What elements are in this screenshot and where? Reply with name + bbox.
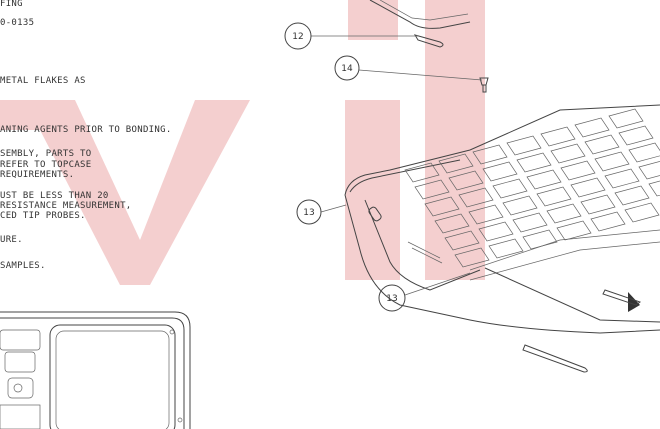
watermark-i-dot bbox=[348, 0, 398, 40]
note-line: SAMPLES. bbox=[0, 261, 46, 271]
keyboard-key-cutout bbox=[648, 180, 660, 197]
keyboard-key-cutout bbox=[414, 179, 450, 200]
keyboard-key-cutout bbox=[556, 220, 592, 241]
keyboard-key-cutout bbox=[580, 194, 616, 215]
keyboard-key-cutout bbox=[560, 160, 596, 181]
detail-view bbox=[0, 311, 191, 429]
note-line: REQUIREMENTS. bbox=[0, 170, 74, 180]
keyboard-key-cutout bbox=[540, 126, 576, 147]
note-line: ANING AGENTS PRIOR TO BONDING. bbox=[0, 125, 172, 135]
keyboard-key-grid bbox=[404, 108, 660, 268]
keyboard-key-cutout bbox=[458, 187, 494, 208]
keyboard-key-cutout bbox=[608, 108, 644, 129]
strip-part bbox=[602, 289, 642, 306]
note-line: METAL FLAKES AS bbox=[0, 76, 86, 86]
keyboard-key-cutout bbox=[638, 160, 660, 180]
keyboard-key-cutout bbox=[594, 151, 630, 172]
keyboard-key-cutout bbox=[618, 125, 654, 146]
strip-part bbox=[522, 344, 588, 373]
keyboard-key-cutout bbox=[536, 186, 572, 207]
note-line: UST BE LESS THAN 20 bbox=[0, 191, 109, 201]
keyboard-key-cutout bbox=[574, 117, 610, 138]
keyboard-key-cutout bbox=[502, 195, 538, 216]
keyboard-key-cutout bbox=[482, 161, 518, 182]
topcase-assembly bbox=[344, 104, 660, 334]
keyboard-key-cutout bbox=[478, 221, 514, 242]
keyboard-key-cutout bbox=[434, 213, 470, 234]
svg-text:13: 13 bbox=[386, 294, 397, 304]
note-line: REFER TO TOPCASE bbox=[0, 160, 92, 170]
keyboard-key-cutout bbox=[438, 153, 474, 174]
screw-part bbox=[479, 77, 489, 93]
notes-block: FING 0-0135 METAL FLAKES AS ANING AGENTS… bbox=[0, 0, 172, 271]
keyboard-key-cutout bbox=[506, 135, 542, 156]
svg-text:12: 12 bbox=[292, 32, 303, 42]
keyboard-key-cutout bbox=[492, 178, 528, 199]
top-part-fragment bbox=[369, 0, 471, 48]
keyboard-key-cutout bbox=[526, 169, 562, 190]
keyboard-key-cutout bbox=[424, 196, 460, 217]
keyboard-key-cutout bbox=[472, 144, 508, 165]
keyboard-key-cutout bbox=[444, 230, 480, 251]
callout-14: 14 bbox=[334, 55, 483, 81]
note-line: RESISTANCE MEASUREMENT, bbox=[0, 201, 132, 211]
keyboard-key-cutout bbox=[488, 238, 524, 259]
keyboard-key-cutout bbox=[404, 162, 440, 183]
keyboard-key-cutout bbox=[628, 142, 660, 163]
svg-text:14: 14 bbox=[341, 64, 353, 74]
watermark bbox=[0, 0, 485, 285]
note-line: FING bbox=[0, 0, 23, 9]
watermark-l bbox=[425, 0, 485, 280]
keyboard-key-cutout bbox=[454, 247, 490, 268]
note-line: CED TIP PROBES. bbox=[0, 211, 86, 221]
keyboard-key-cutout bbox=[522, 229, 558, 250]
note-line: SEMBLY, PARTS TO bbox=[0, 149, 92, 159]
watermark-v bbox=[0, 100, 250, 285]
keyboard-key-cutout bbox=[546, 203, 582, 224]
keyboard-key-cutout bbox=[516, 152, 552, 173]
callout-12: 12 bbox=[284, 22, 418, 50]
keyboard-key-cutout bbox=[614, 185, 650, 206]
keyboard-key-cutout bbox=[550, 143, 586, 164]
keyboard-key-cutout bbox=[604, 168, 640, 189]
corner-arrow-marker bbox=[628, 292, 640, 312]
keyboard-key-cutout bbox=[448, 170, 484, 191]
callout-13-bottom: 13 bbox=[378, 272, 471, 312]
svg-text:13: 13 bbox=[303, 208, 314, 218]
keyboard-key-cutout bbox=[512, 212, 548, 233]
keyboard-key-cutout bbox=[468, 204, 504, 225]
callout-13-side: 13 bbox=[296, 199, 347, 225]
keyboard-key-cutout bbox=[590, 211, 626, 232]
keyboard-key-cutout bbox=[570, 177, 606, 198]
keyboard-key-cutout bbox=[584, 134, 620, 155]
note-line: URE. bbox=[0, 235, 23, 245]
watermark-i-stem bbox=[345, 100, 400, 280]
note-line: 0-0135 bbox=[0, 18, 34, 28]
keyboard-key-cutout bbox=[624, 202, 660, 223]
